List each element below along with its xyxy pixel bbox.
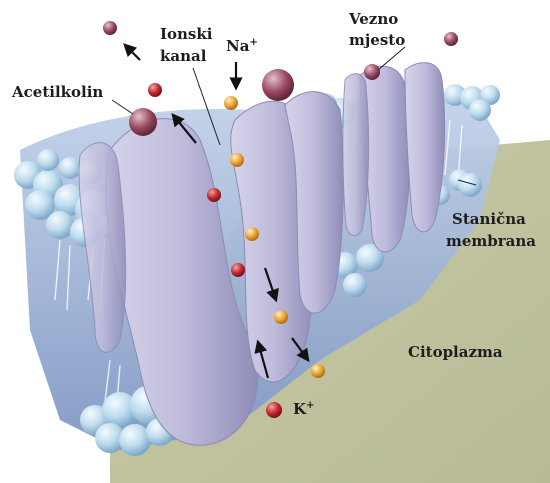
cell-membrane-label-line2: membrana	[446, 233, 536, 250]
ion-channel-label-line1: Ionski	[160, 26, 212, 43]
sodium-charge: +	[249, 37, 257, 48]
potassium-symbol: K	[293, 400, 306, 418]
potassium-label: K+	[293, 401, 314, 418]
sodium-label: Na+	[226, 38, 258, 55]
ion-channel-label-line2: kanal	[160, 48, 206, 65]
potassium-charge: +	[306, 400, 314, 411]
cytoplasm-label: Citoplazma	[408, 344, 503, 361]
cell-membrane-label-line1: Stanična	[452, 211, 526, 228]
sodium-symbol: Na	[226, 37, 249, 55]
acetylcholine-label: Acetilkolin	[12, 84, 103, 101]
receptor-protein-right	[343, 63, 445, 252]
binding-site-label-line1: Vezno	[349, 11, 398, 28]
binding-site-label-line2: mjesto	[349, 32, 405, 49]
